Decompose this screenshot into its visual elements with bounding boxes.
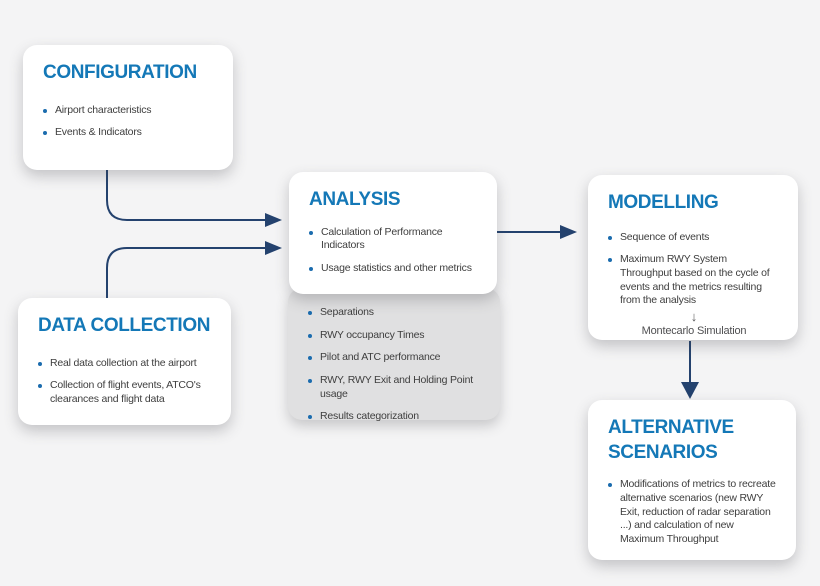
bullet-dot-icon xyxy=(308,333,312,338)
bullet-dot-icon xyxy=(308,311,312,315)
analysis-list: Calculation of Performance Indicators Us… xyxy=(309,226,479,276)
montecarlo-label: Montecarlo Simulation xyxy=(641,325,747,338)
bullet-dot-icon xyxy=(308,378,312,383)
modelling-list: Sequence of events Maximum RWY System Th… xyxy=(608,231,780,308)
bullet-dot-icon xyxy=(38,384,42,389)
bullet-dot-icon xyxy=(608,235,612,240)
data-collection-list: Real data collection at the airport Coll… xyxy=(38,357,213,407)
list-item: RWY occupancy Times xyxy=(308,329,486,343)
arrowhead-icon xyxy=(681,382,699,399)
list-item: Pilot and ATC performance xyxy=(308,351,486,365)
bullet-dot-icon xyxy=(608,258,612,263)
list-item-label: Pilot and ATC performance xyxy=(320,351,441,364)
modelling-box: MODELLING Sequence of events Maximum RWY… xyxy=(588,175,798,340)
list-item: Events & Indicators xyxy=(43,126,215,140)
alternative-scenarios-box: ALTERNATIVE SCENARIOS Modifications of m… xyxy=(588,400,796,560)
down-arrow-icon: ↓ xyxy=(690,308,698,324)
list-item-label: Airport characteristics xyxy=(55,103,152,116)
modelling-sub-section: ↓ Montecarlo Simulation xyxy=(608,308,780,338)
list-item: Collection of flight events, ATCO's clea… xyxy=(38,379,213,406)
list-item: Results categorization xyxy=(308,410,486,424)
list-item-label: Sequence of events xyxy=(620,230,710,243)
list-item-label: Results categorization xyxy=(320,410,419,423)
list-item-label: Real data collection at the airport xyxy=(50,356,197,369)
alternative-scenarios-list: Modifications of metrics to recreate alt… xyxy=(608,478,778,546)
alternative-scenarios-title: ALTERNATIVE SCENARIOS xyxy=(608,417,734,463)
bullet-dot-icon xyxy=(43,131,47,136)
list-item-label: Usage statistics and other metrics xyxy=(321,261,472,274)
bullet-dot-icon xyxy=(308,415,312,420)
list-item: Airport characteristics xyxy=(43,104,215,118)
list-item: Maximum RWY System Throughput based on t… xyxy=(608,253,780,308)
analysis-details-panel: Separations RWY occupancy Times Pilot an… xyxy=(288,288,500,422)
list-item: Sequence of events xyxy=(608,231,780,245)
list-item-label: RWY occupancy Times xyxy=(320,328,425,341)
bullet-dot-icon xyxy=(608,483,612,488)
list-item: Calculation of Performance Indicators xyxy=(309,226,479,253)
list-item-label: Modifications of metrics to recreate alt… xyxy=(620,478,776,545)
list-item-label: Events & Indicators xyxy=(55,126,142,139)
analysis-details-list: Separations RWY occupancy Times Pilot an… xyxy=(308,306,486,424)
configuration-list: Airport characteristics Events & Indicat… xyxy=(43,104,215,140)
list-item: Usage statistics and other metrics xyxy=(309,262,479,276)
arrow-configuration-to-analysis xyxy=(106,169,266,221)
data-collection-title: DATA COLLECTION xyxy=(38,315,211,336)
list-item-label: Separations xyxy=(320,306,374,318)
analysis-title: ANALYSIS xyxy=(309,189,401,210)
bullet-dot-icon xyxy=(308,356,312,361)
arrowhead-icon xyxy=(265,241,282,255)
list-item-label: Maximum RWY System Throughput based on t… xyxy=(620,253,770,307)
arrow-datacollection-to-analysis xyxy=(106,247,266,299)
arrowhead-icon xyxy=(265,213,282,227)
bullet-dot-icon xyxy=(43,108,47,113)
configuration-box: CONFIGURATION Airport characteristics Ev… xyxy=(23,45,233,170)
arrowhead-icon xyxy=(560,225,577,239)
analysis-box: ANALYSIS Calculation of Performance Indi… xyxy=(289,172,497,294)
data-collection-box: DATA COLLECTION Real data collection at … xyxy=(18,298,231,425)
list-item: Modifications of metrics to recreate alt… xyxy=(608,478,778,546)
list-item: Real data collection at the airport xyxy=(38,357,213,371)
list-item: RWY, RWY Exit and Holding Point usage xyxy=(308,374,486,401)
modelling-title: MODELLING xyxy=(608,192,719,213)
bullet-dot-icon xyxy=(309,230,313,235)
bullet-dot-icon xyxy=(309,266,313,271)
list-item-label: Calculation of Performance Indicators xyxy=(321,225,443,252)
list-item-label: Collection of flight events, ATCO's clea… xyxy=(50,379,201,405)
list-item: Separations xyxy=(308,306,486,320)
list-item-label: RWY, RWY Exit and Holding Point usage xyxy=(320,373,473,400)
bullet-dot-icon xyxy=(38,361,42,366)
configuration-title: CONFIGURATION xyxy=(43,62,197,83)
